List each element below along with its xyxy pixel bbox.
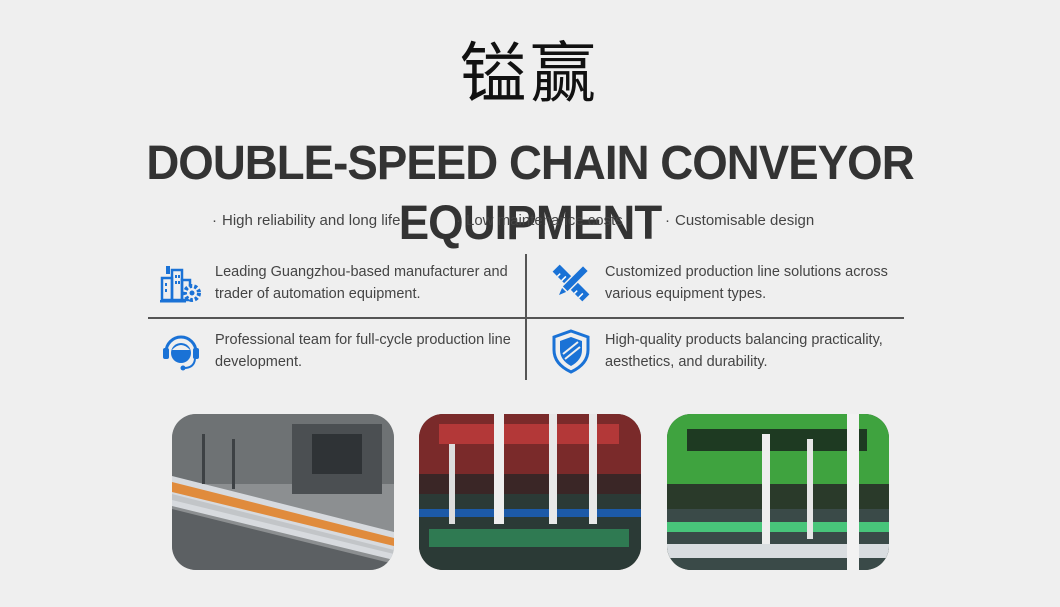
highlight-custom-solutions: Customized production line solutions acr… — [538, 256, 908, 316]
bullet-dot: · — [456, 212, 461, 229]
feature-label: Customisable design — [675, 212, 815, 229]
page-headline: DOUBLE-SPEED CHAIN CONVEYOR EQUIPMENT — [146, 137, 914, 250]
feature-label: Low maintenance costs — [466, 212, 623, 229]
feature-list: · High reliability and long life · Low mai… — [0, 212, 1060, 234]
vertical-divider — [525, 254, 527, 380]
highlight-professional-team: Professional team for full-cycle product… — [148, 324, 518, 384]
brand-logo-text: 镒赢 — [460, 35, 600, 112]
shield-quality-icon — [548, 328, 594, 374]
highlight-manufacturer: Leading Guangzhou-based manufacturer and… — [148, 256, 518, 316]
highlight-text: High-quality products balancing practica… — [605, 332, 883, 370]
headset-support-icon — [158, 328, 204, 374]
highlight-text: Leading Guangzhou-based manufacturer and… — [215, 264, 508, 302]
bullet-dot: · — [665, 212, 670, 229]
pencil-ruler-icon — [548, 260, 594, 306]
bullet-dot: · — [212, 212, 217, 229]
feature-label: High reliability and long life — [222, 212, 401, 229]
conveyor-photo-red — [419, 414, 641, 570]
highlight-quality-products: High-quality products balancing practica… — [538, 324, 908, 384]
highlights-grid: Leading Guangzhou-based manufacturer and… — [148, 254, 904, 380]
highlight-text: Customized production line solutions acr… — [605, 264, 888, 302]
feature-item: · High reliability and long life — [212, 212, 400, 229]
feature-item: · Low maintenance costs — [456, 212, 623, 229]
highlight-text: Professional team for full-cycle product… — [215, 332, 511, 370]
factory-gear-icon — [158, 260, 204, 306]
conveyor-photo-orange — [172, 414, 394, 570]
feature-item: · Customisable design — [665, 212, 814, 229]
conveyor-photo-green — [667, 414, 889, 570]
